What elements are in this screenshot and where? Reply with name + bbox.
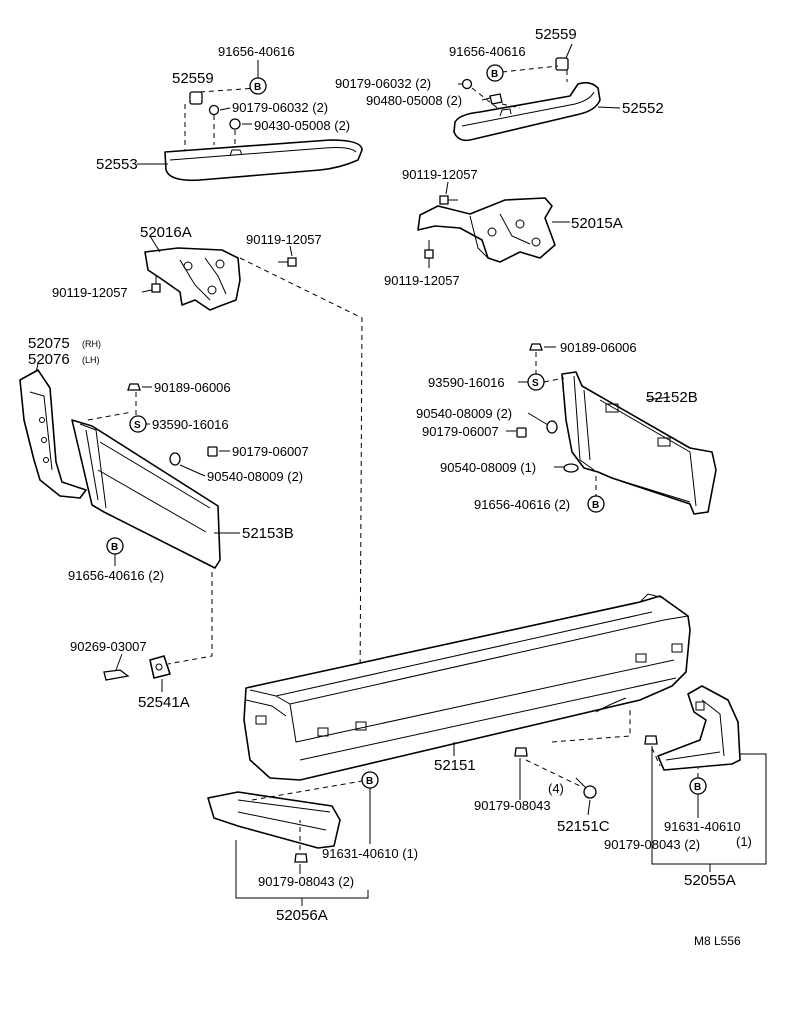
- nut-90179-06032-left: [208, 104, 220, 116]
- label-90179-06032-right: 90179-06032 (2): [335, 76, 431, 91]
- label-52559-right: 52559: [535, 26, 577, 43]
- label-90119-12057-c: 90119-12057: [246, 232, 322, 247]
- clip-90540-08009-right-2: [546, 420, 558, 434]
- label-91631-40610-left: 91631-40610 (1): [322, 846, 418, 861]
- screw-marker-label: S: [134, 420, 141, 431]
- label-90189-06006-right: 90189-06006: [560, 340, 637, 355]
- label-90430-05008: 90430-05008 (2): [254, 118, 350, 133]
- clip-90480-05008: [489, 93, 503, 105]
- moulding-52553: [164, 139, 363, 182]
- retainer-52541A: [149, 655, 171, 679]
- bolt-marker-icon: [587, 495, 605, 513]
- label-90119-12057-d: 90119-12057: [52, 285, 128, 300]
- panel-52152B: [561, 371, 717, 515]
- nut-90189-06006-left: [127, 383, 141, 391]
- label-93590-16016-left: 93590-16016: [152, 417, 229, 432]
- label-90179-08043-right: 90179-08043 (2): [604, 837, 700, 852]
- label-90179-08043-center: 90179-08043: [474, 798, 551, 813]
- label-qty-4: (4): [548, 781, 564, 796]
- nut-90189-06006-right: [529, 343, 543, 351]
- panel-52153B: [71, 419, 221, 569]
- screw-90269-03007: [103, 669, 130, 681]
- label-91656-40616-mid-right: 91656-40616 (2): [474, 497, 570, 512]
- bolt-marker-label: B: [694, 782, 701, 793]
- label-52152B: 52152B: [646, 389, 698, 406]
- bolt-marker-label: B: [592, 500, 599, 511]
- label-52541A: 52541A: [138, 694, 190, 711]
- extension-52075-52076: [19, 369, 87, 499]
- label-91631-40610-right-qty: (1): [736, 834, 752, 849]
- label-52151C: 52151C: [557, 818, 610, 835]
- label-52553: 52553: [96, 156, 138, 173]
- label-91656-40616-mid-left: 91656-40616 (2): [68, 568, 164, 583]
- moulding-52552: [453, 81, 601, 142]
- clip-52559-right: [555, 57, 569, 71]
- nut-90179-06007-right: [516, 427, 527, 438]
- label-52076: 52076: [28, 351, 70, 368]
- screw-marker-icon: [129, 415, 147, 433]
- nut-90179-08043-right: [644, 735, 658, 745]
- label-91631-40610-right: 91631-40610: [664, 819, 741, 834]
- label-90179-08043-left: 90179-08043 (2): [258, 874, 354, 889]
- label-90540-08009-right-2: 90540-08009 (2): [416, 406, 512, 421]
- label-90540-08009-left: 90540-08009 (2): [207, 469, 303, 484]
- label-90179-06032-left: 90179-06032 (2): [232, 100, 328, 115]
- bolt-90119-12057-c: [278, 257, 297, 267]
- bolt-90119-12057-b: [424, 240, 434, 259]
- label-90119-12057-b: 90119-12057: [384, 273, 460, 288]
- screw-marker-icon: [527, 373, 545, 391]
- bolt-90119-12057-a: [439, 195, 458, 205]
- label-52075: 52075: [28, 335, 70, 352]
- label-52055A: 52055A: [684, 872, 736, 889]
- bumper-52151: [243, 593, 691, 781]
- label-90540-08009-right-1: 90540-08009 (1): [440, 460, 536, 475]
- label-90179-06007-left: 90179-06007: [232, 444, 309, 459]
- clip-90540-08009-left: [169, 452, 181, 466]
- label-52016A: 52016A: [140, 224, 192, 241]
- bolt-90119-12057-d: [151, 276, 161, 293]
- bolt-marker-label: B: [254, 82, 261, 93]
- label-52151: 52151: [434, 757, 476, 774]
- bolt-52151C: [575, 777, 597, 799]
- bolt-marker-label: B: [111, 542, 118, 553]
- nut-90179-06007-left: [207, 446, 218, 457]
- clip-52559-left: [189, 91, 203, 105]
- bolt-marker-icon: [486, 64, 504, 82]
- label-93590-16016-right: 93590-16016: [428, 375, 505, 390]
- label-52153B: 52153B: [242, 525, 294, 542]
- reference-code: M8 L556: [694, 934, 741, 948]
- bracket-52016A: [144, 247, 241, 311]
- label-91656-40616-top-right: 91656-40616: [449, 44, 526, 59]
- moulding-52055A: [657, 685, 741, 771]
- nut-90179-08043-left: [294, 853, 308, 863]
- clip-90430-05008: [229, 118, 241, 130]
- label-90179-06007-right: 90179-06007: [422, 424, 499, 439]
- bolt-marker-label: B: [366, 776, 373, 787]
- bracket-52015A: [417, 197, 556, 263]
- bolt-marker-icon: [249, 77, 267, 95]
- clip-90540-08009-right-1: [563, 463, 579, 473]
- bolt-marker-label: B: [491, 69, 498, 80]
- screw-marker-label: S: [532, 378, 539, 389]
- moulding-52056A: [207, 791, 341, 849]
- nut-90179-06032-right: [461, 78, 473, 90]
- label-52075-rh: (RH): [82, 339, 101, 349]
- nut-90179-08043-center: [514, 747, 528, 757]
- label-52559-left: 52559: [172, 70, 214, 87]
- label-52076-lh: (LH): [82, 355, 100, 365]
- label-90119-12057-a: 90119-12057: [402, 167, 478, 182]
- label-90189-06006-left: 90189-06006: [154, 380, 231, 395]
- label-52015A: 52015A: [571, 215, 623, 232]
- bolt-marker-icon: [106, 537, 124, 555]
- label-52056A: 52056A: [276, 907, 328, 924]
- label-52552: 52552: [622, 100, 664, 117]
- label-91656-40616-top-left: 91656-40616: [218, 44, 295, 59]
- label-90269-03007: 90269-03007: [70, 639, 147, 654]
- label-90480-05008: 90480-05008 (2): [366, 93, 462, 108]
